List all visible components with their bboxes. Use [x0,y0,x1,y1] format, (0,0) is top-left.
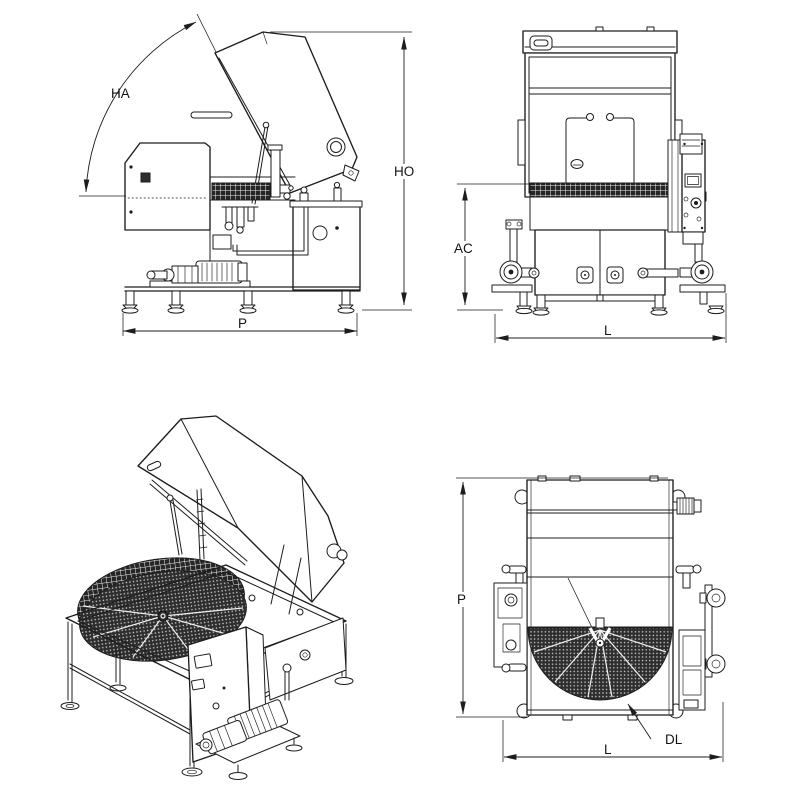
spray-bars [565,113,635,187]
front-cabinet [517,52,683,215]
panel-display [684,173,702,188]
dim-label-dl: DL [665,732,683,747]
side-pump-assembly [146,260,251,288]
side-piping [232,206,309,256]
control-panel [667,133,706,245]
dim-hinge-angle: HA [79,13,217,197]
view-side-lid-open: HA HO P [79,13,417,336]
side-tank [292,204,361,291]
dim-label-p-side: P [238,316,247,331]
iso-basket [77,557,247,662]
lid-porthole [326,137,346,157]
lid-handle-bar [190,111,233,119]
view-top: P L DL [453,475,726,762]
dim-label-ho: HO [394,164,414,179]
top-disc [527,617,673,701]
dim-depth-side: P [122,313,358,336]
dim-disc-diameter: DL [627,703,683,747]
disc-shaft [595,617,605,629]
top-left-assembly [493,564,528,673]
top-right-assembly [675,564,726,711]
dim-depth-top: P [453,477,668,718]
control-cabinet [124,142,211,231]
dim-open-height: HO [270,31,417,311]
front-lid [522,26,678,54]
dim-width-top: L [502,702,724,762]
iso-pump [195,663,303,780]
lid-support-post [270,147,281,198]
dim-width-front: L [494,293,727,343]
dim-label-l-front: L [604,323,612,338]
iso-display [193,653,213,669]
lid-hinge [278,184,291,194]
front-left-pump [491,219,540,315]
dim-label-l-top: L [604,742,612,757]
valve-cluster [221,206,259,234]
dim-label-p-top: P [457,592,466,607]
view-front: AC L [452,26,727,343]
panel-knob [690,197,702,209]
iso-hood [137,415,348,603]
dim-label-ac: AC [454,241,473,256]
front-lower-cabinet [529,196,671,316]
view-isometric [60,415,354,780]
perforated-disc [527,627,673,701]
iso-frame-legs [60,621,354,777]
dim-load-height: AC [452,183,530,311]
lid-nozzle-block [342,164,360,182]
top-motor [672,497,702,515]
front-basket-strip [529,182,672,198]
junction-box [212,234,232,250]
iso-right-panel [264,617,347,701]
dim-label-ha: HA [111,86,130,101]
iso-struts [149,479,302,615]
side-legs [121,290,355,314]
basket-mesh-strip [211,182,271,201]
